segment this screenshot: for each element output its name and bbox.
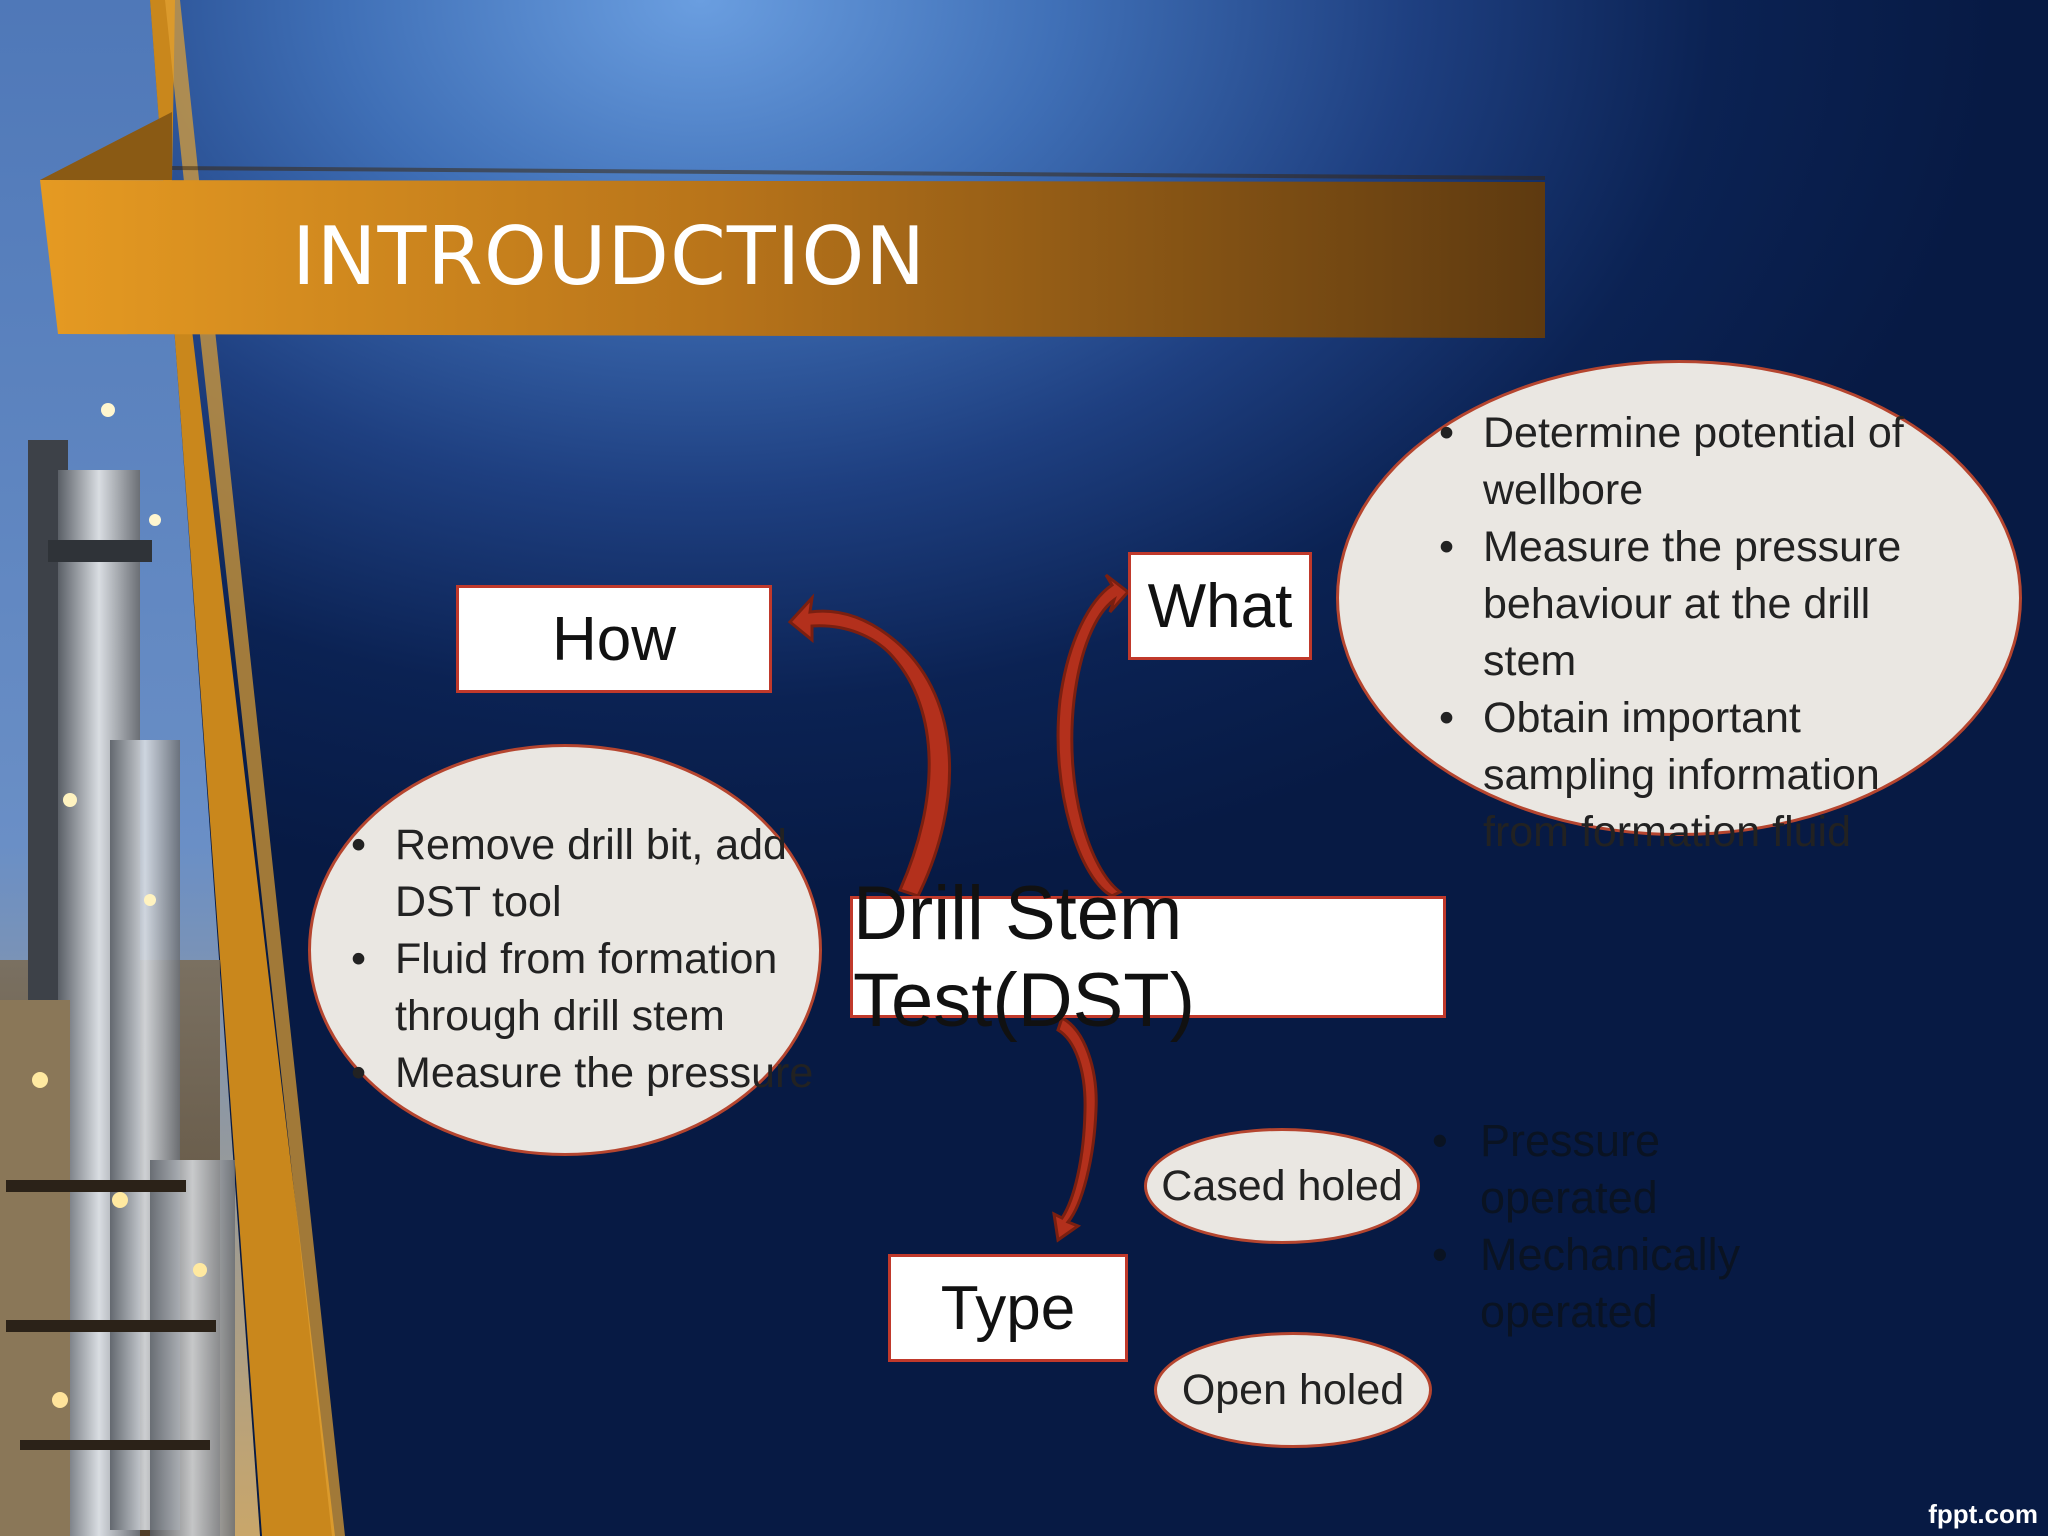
how-node-label: How [551,604,677,674]
open-holed-label: Open holed [1181,1365,1405,1414]
what-node-label: What [1147,571,1293,641]
arrow-to-what [1056,573,1131,898]
how-node-box: How [456,585,772,693]
page-title: INTROUDCTION [292,210,927,303]
cased-holed-details: Pressure operated Mechanically operated [1432,1112,1762,1340]
center-node-box: Drill Stem Test(DST) [850,871,1446,1043]
ribbon-fold [40,112,172,180]
what-bullet-item: Obtain important sampling information fr… [1439,690,1959,861]
refinery-photo [0,0,260,1536]
cased-holed-detail-item: Pressure operated [1432,1112,1762,1226]
what-bullet-list: Determine potential of wellbore Measure … [1439,405,1959,861]
how-bullet-item: Fluid from formation through drill stem [351,931,821,1045]
what-details-oval: Determine potential of wellbore Measure … [1336,360,2022,856]
watermark: fppt.com [1928,1499,2038,1529]
cased-holed-oval: Cased holed [1144,1128,1420,1244]
what-bullet-item: Measure the pressure behaviour at the dr… [1439,519,1959,690]
gold-side-band [150,0,335,1536]
what-bullet-item: Determine potential of wellbore [1439,405,1959,519]
what-node-box: What [1128,552,1312,660]
how-bullet-item: Remove drill bit, add DST tool [351,817,821,931]
open-holed-oval: Open holed [1154,1332,1432,1448]
how-details-oval: Remove drill bit, add DST tool Fluid fro… [308,744,822,1156]
type-node-label: Type [940,1273,1076,1343]
center-node-label: Drill Stem Test(DST) [853,871,1195,1043]
how-bullet-list: Remove drill bit, add DST tool Fluid fro… [351,817,821,1102]
how-bullet-item: Measure the pressure [351,1045,821,1102]
cased-holed-detail-item: Mechanically operated [1432,1226,1762,1340]
arrow-to-type [1052,1015,1098,1243]
type-node-box: Type [888,1254,1128,1362]
arrow-to-how [787,593,951,898]
title-ribbon [40,180,1545,338]
cased-holed-label: Cased holed [1161,1161,1403,1210]
